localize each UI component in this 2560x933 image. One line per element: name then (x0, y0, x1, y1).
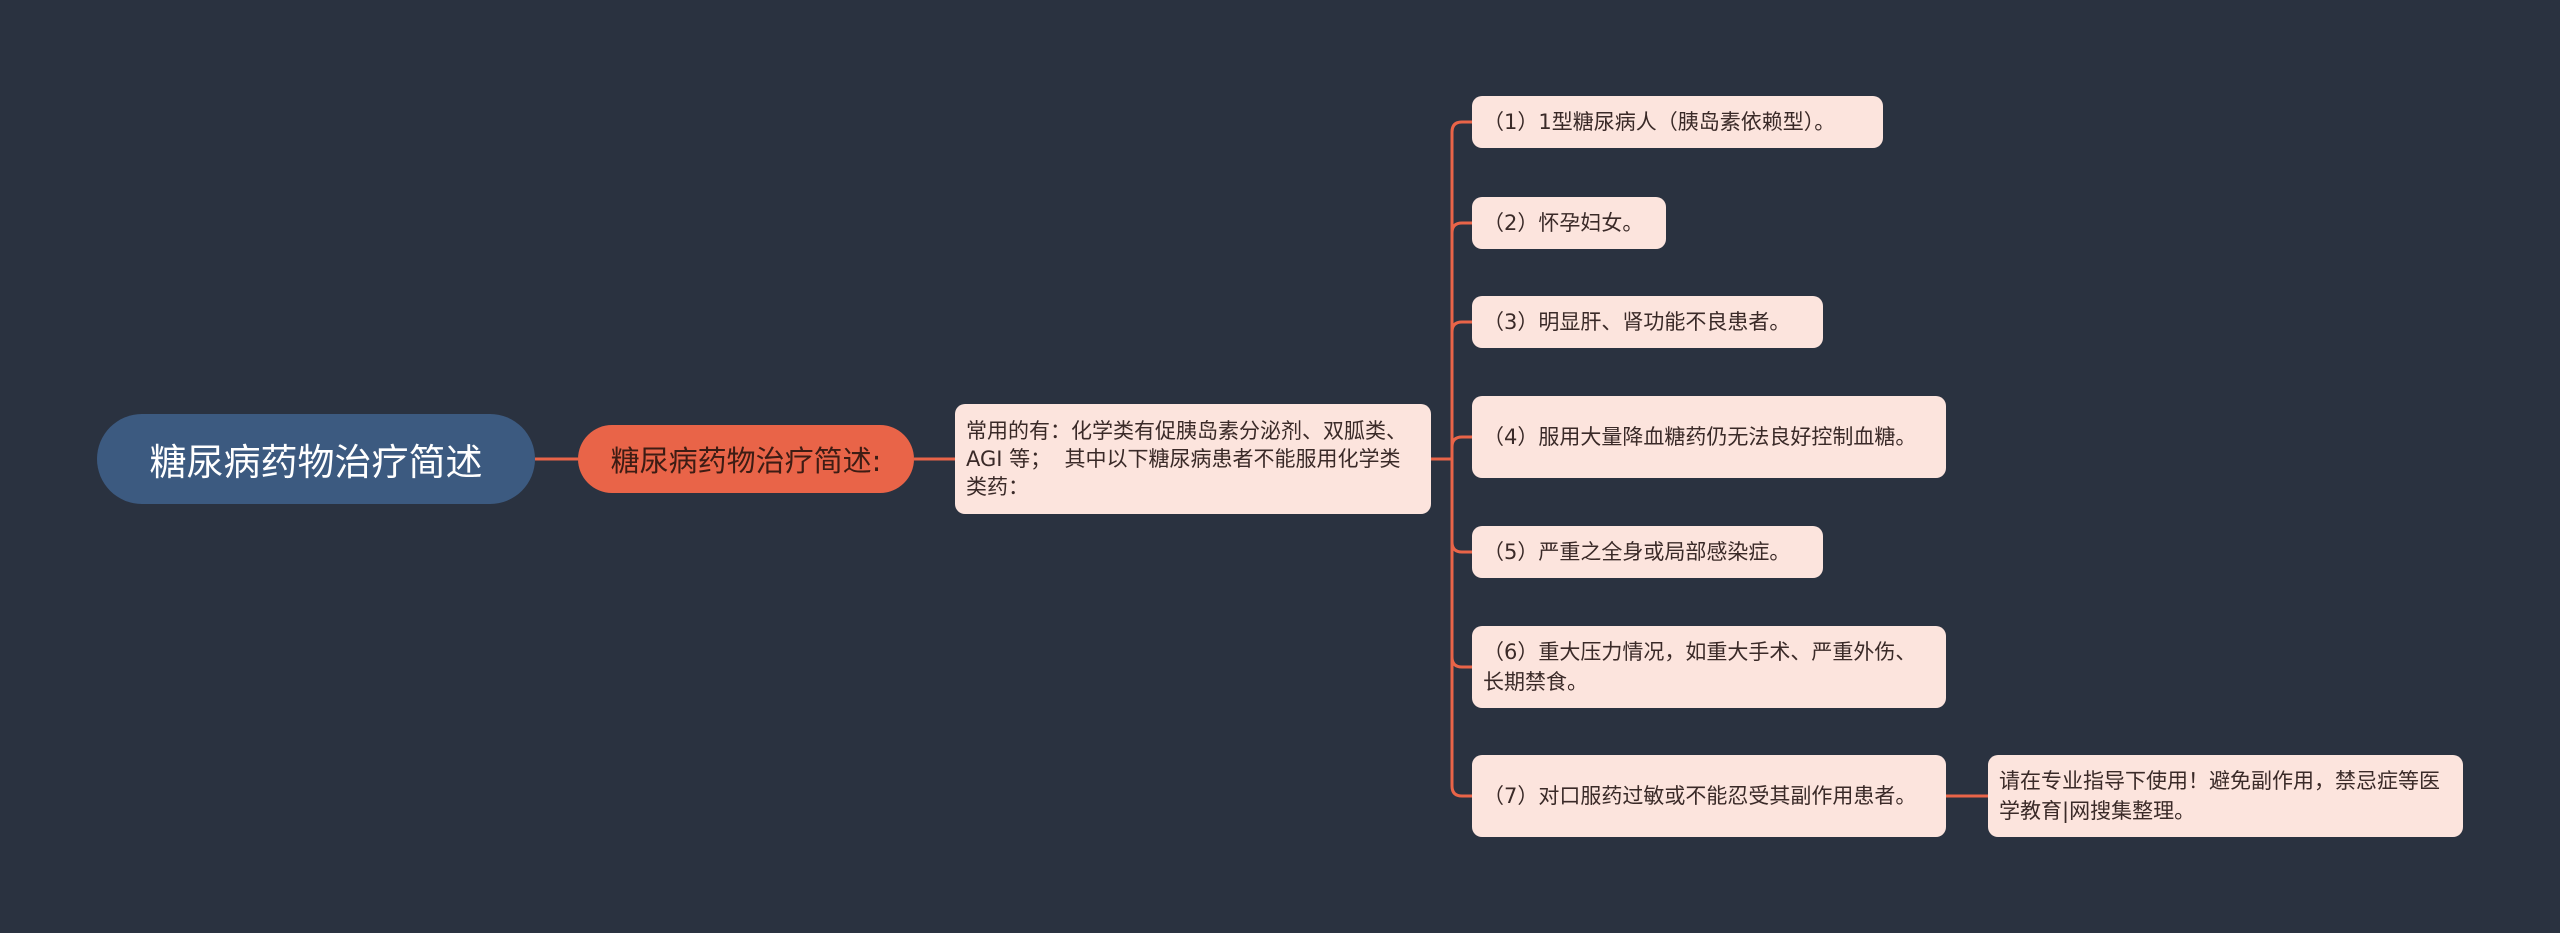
root-topic[interactable]: 糖尿病药物治疗简述 (97, 414, 535, 504)
connector-item-5 (1450, 459, 1472, 554)
connector-item-2 (1450, 221, 1472, 459)
note-card[interactable]: 请在专业指导下使用！避免副作用，禁忌症等医学教育|网搜集整理。 (1988, 755, 2463, 837)
connector-item-6 (1450, 459, 1472, 669)
item-card-1[interactable]: （1）1型糖尿病人（胰岛素依赖型）。 (1472, 96, 1883, 148)
item-card-6[interactable]: （6）重大压力情况，如重大手术、严重外伤、长期禁食。 (1472, 626, 1946, 708)
connector-item-7 (1450, 459, 1472, 798)
item-card-4[interactable]: （4）服用大量降血糖药仍无法良好控制血糖。 (1472, 396, 1946, 478)
item-card-3[interactable]: （3）明显肝、肾功能不良患者。 (1472, 296, 1823, 348)
connector-item-4 (1450, 435, 1472, 459)
item-card-7[interactable]: （7）对口服药过敏或不能忍受其副作用患者。 (1472, 755, 1946, 837)
connector-item-3 (1450, 320, 1472, 459)
item-card-5[interactable]: （5）严重之全身或局部感染症。 (1472, 526, 1823, 578)
connector-item-1 (1450, 120, 1472, 459)
subtopic[interactable]: 糖尿病药物治疗简述: (578, 425, 914, 493)
item-card-2[interactable]: （2）怀孕妇女。 (1472, 197, 1666, 249)
description-card[interactable]: 常用的有：化学类有促胰岛素分泌剂、双胍类、AGI 等； 其中以下糖尿病患者不能服… (955, 404, 1431, 514)
